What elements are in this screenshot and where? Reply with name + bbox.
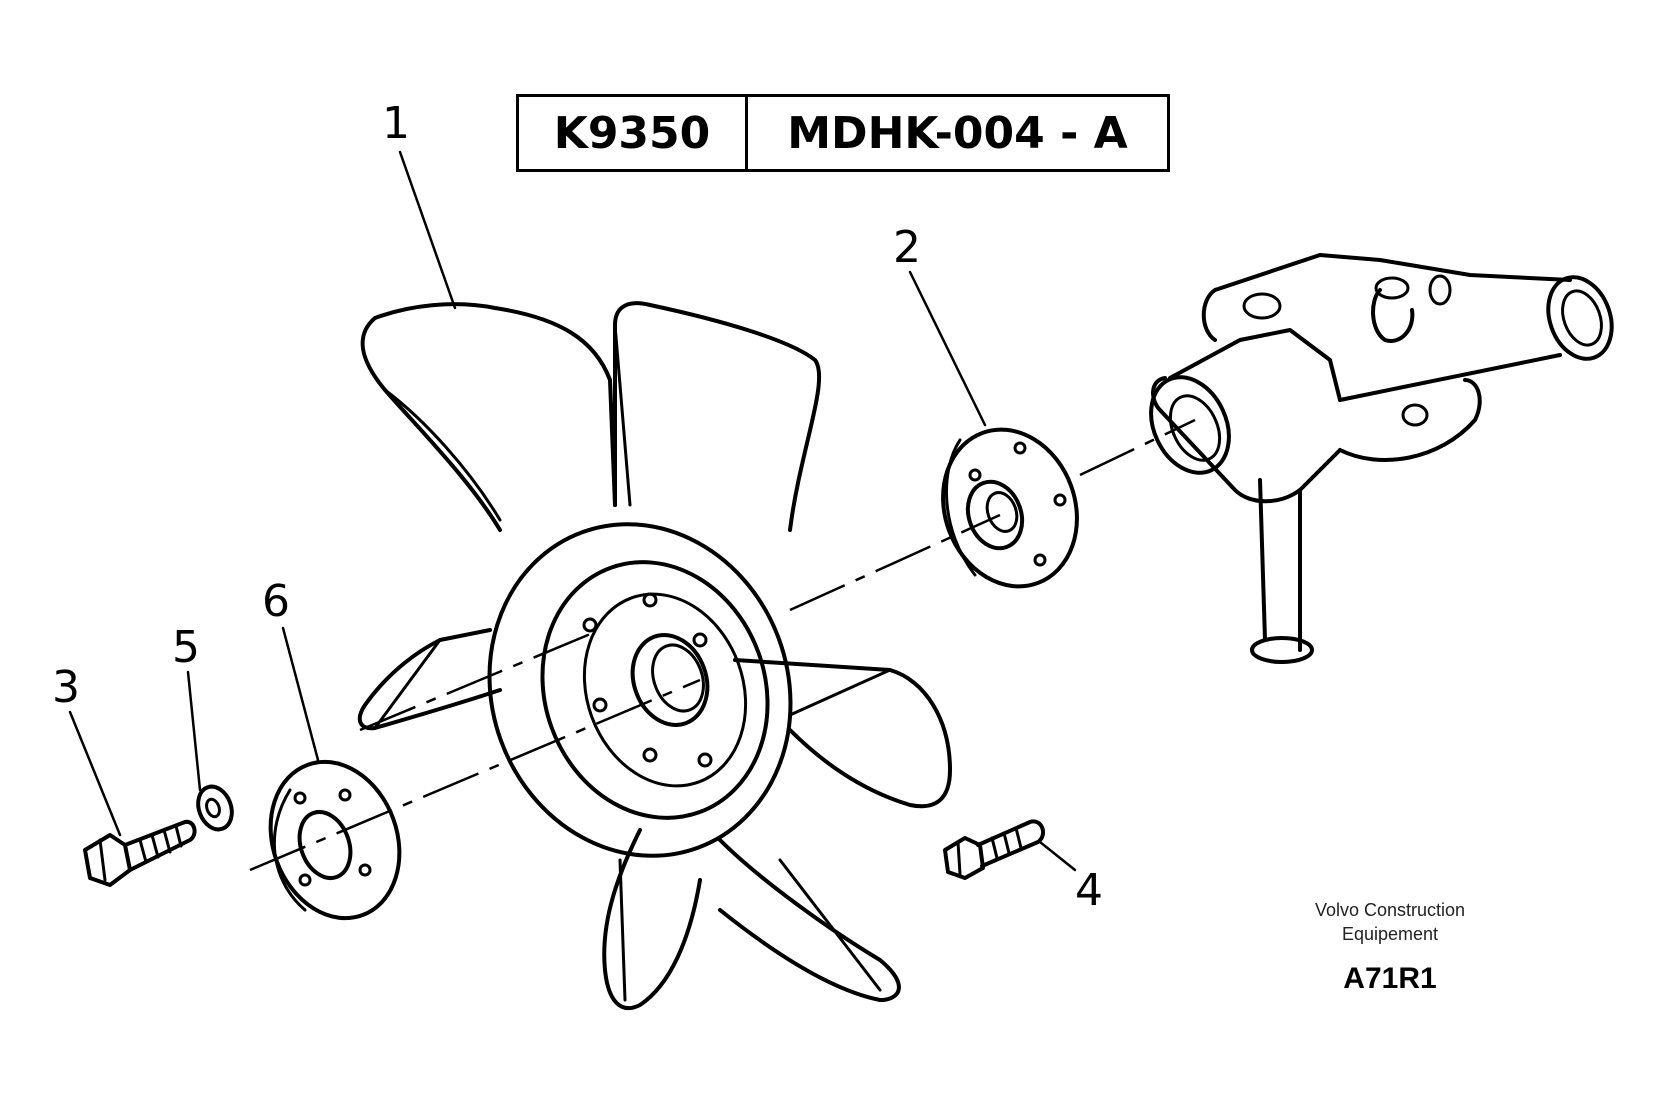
machine-code: K9350 <box>519 97 748 169</box>
bolt-part-3 <box>83 819 197 887</box>
fan-blade <box>360 302 617 532</box>
callout-2: 2 <box>893 222 921 273</box>
water-pump-housing <box>1149 253 1614 664</box>
bolt-part-4 <box>943 819 1046 880</box>
callout-6: 6 <box>262 576 290 627</box>
callout-1: 1 <box>382 98 410 149</box>
fan-blade <box>733 658 952 809</box>
fan-blade <box>613 301 822 532</box>
callout-5: 5 <box>172 622 200 673</box>
brand-label: Volvo Construction Equipement <box>1260 898 1520 946</box>
fan-blade <box>357 628 502 731</box>
figure-code: A71R1 <box>1343 962 1437 995</box>
fan-blade <box>718 838 901 1002</box>
washer-part <box>196 784 234 832</box>
callout-3: 3 <box>52 662 80 713</box>
assembly-axis <box>249 418 1196 872</box>
hub-part <box>268 759 402 921</box>
brand-line-2: Equipement <box>1341 924 1439 944</box>
callout-4: 4 <box>1075 865 1103 916</box>
fan-blade <box>602 828 702 1011</box>
spacer-part <box>941 427 1079 589</box>
drawing-code: MDHK-004 - A <box>787 107 1128 159</box>
brand-line-1: Volvo Construction <box>1314 900 1466 920</box>
reference-box: K9350 MDHK-004 - A <box>516 94 1170 172</box>
leader-lines <box>68 150 1077 872</box>
fan-part <box>357 301 952 1011</box>
